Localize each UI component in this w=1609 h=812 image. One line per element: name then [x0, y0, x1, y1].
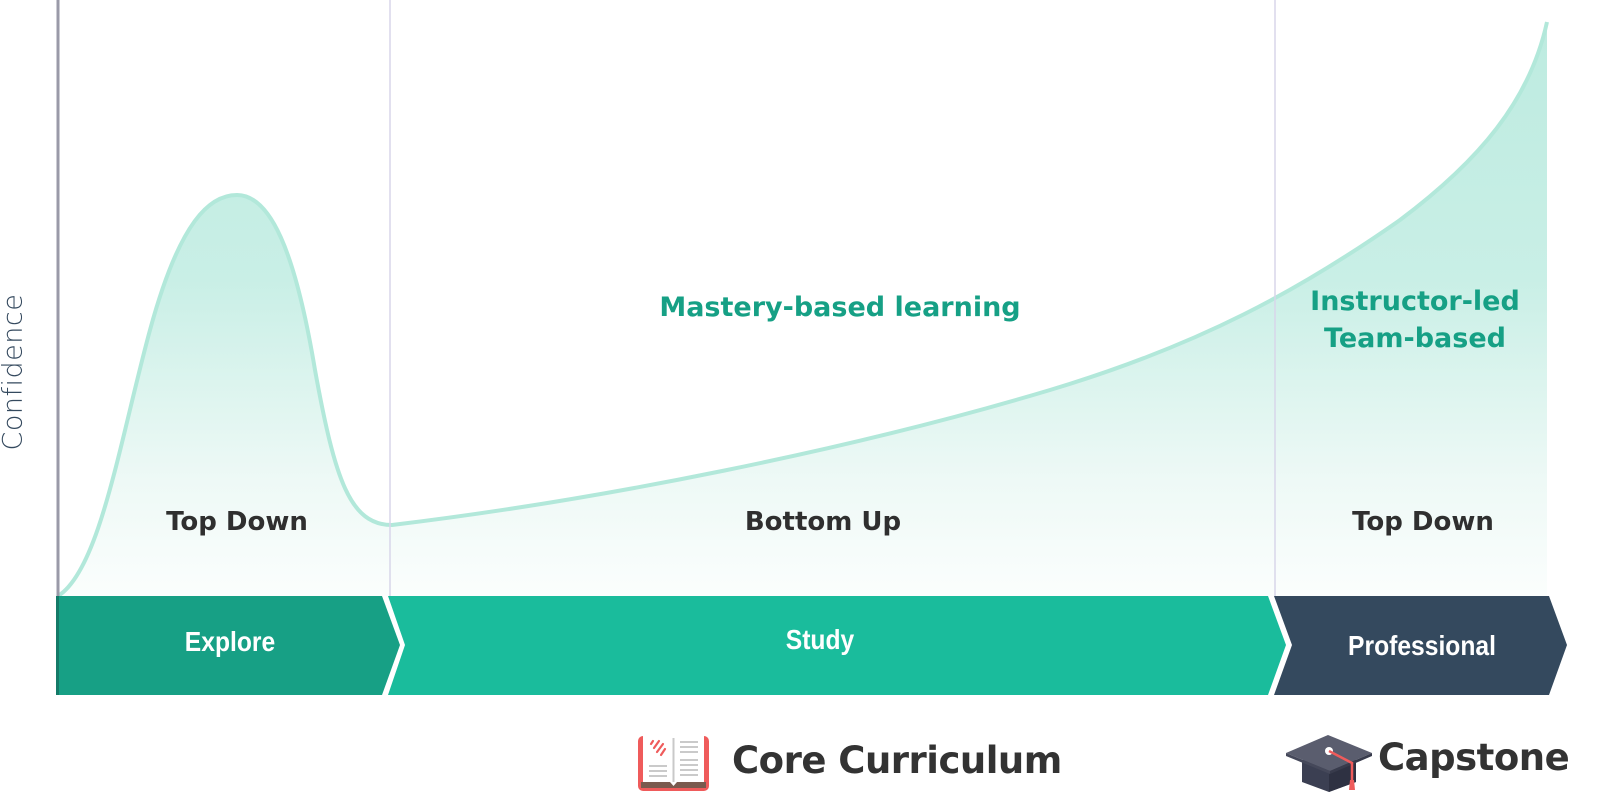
- phase-professional-label: Professional: [1348, 630, 1496, 661]
- professional-note-line2: Team-based: [1324, 323, 1506, 354]
- legend-core-curriculum: Core Curriculum: [732, 739, 1062, 782]
- confidence-curve-line: [56, 21, 1549, 598]
- confidence-curve-area: [58, 22, 1547, 596]
- mode-professional: Top Down: [1352, 507, 1494, 537]
- graduation-cap-icon: [1286, 735, 1372, 792]
- phase-study-arrow: [388, 596, 1286, 695]
- mode-explore: Top Down: [166, 507, 308, 537]
- phase-explore-label: Explore: [184, 626, 276, 657]
- open-book-icon: [638, 736, 709, 791]
- y-axis-label: Confidence: [0, 293, 29, 451]
- phase-study-label: Study: [785, 624, 855, 655]
- mode-study: Bottom Up: [744, 507, 902, 537]
- study-note: Mastery-based learning: [659, 292, 1021, 323]
- phase-professional-arrow: [1274, 596, 1567, 695]
- phase-explore-arrow: [56, 596, 400, 695]
- professional-note-line1: Instructor-led: [1310, 286, 1520, 317]
- legend-capstone: Capstone: [1378, 736, 1570, 779]
